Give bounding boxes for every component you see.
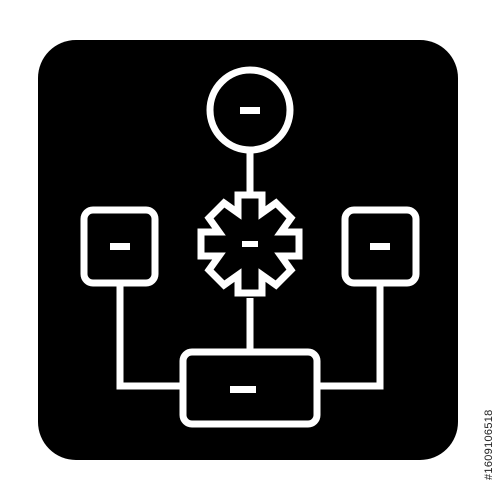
connector-right-to-bottom	[317, 283, 384, 390]
bottom-node-minus-icon	[230, 386, 256, 393]
icon-background-tile	[38, 40, 458, 460]
top-node-minus-icon	[240, 107, 260, 114]
right-node-minus-icon	[370, 243, 390, 250]
center-gear-icon	[197, 191, 303, 297]
left-node-minus-icon	[110, 243, 130, 250]
right-box-node	[341, 206, 420, 287]
connector-left-to-bottom	[116, 283, 183, 390]
left-box-node	[80, 206, 159, 287]
bottom-box-node	[179, 348, 321, 428]
top-circle-node	[206, 66, 294, 154]
gear-center-minus-icon	[242, 241, 258, 247]
stock-id-label: #1609106518	[483, 409, 495, 480]
